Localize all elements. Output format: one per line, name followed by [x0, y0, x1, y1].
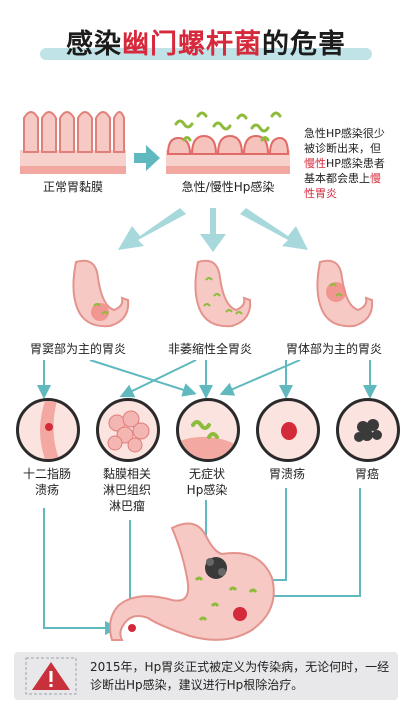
stomach-pan	[194, 259, 252, 328]
antrum-gastritis-label: 胃窦部为主的胃炎	[14, 338, 142, 360]
arrow-center	[200, 208, 226, 252]
duodenal-ulcer-label: 十二指肠溃疡	[22, 467, 71, 497]
large-stomach-illustration	[109, 522, 275, 641]
duodenal-ulcer-image	[16, 398, 80, 462]
stomach-antrum	[72, 259, 130, 328]
gastric-cancer-label: 胃癌	[354, 467, 379, 481]
asymptomatic-image	[176, 398, 240, 462]
progression-arrow	[134, 145, 160, 171]
bottom-notice-text: 2015年，Hp胃炎正式被定义为传染病，无论何时，一经诊断出Hp感染，建议进行H…	[90, 660, 390, 692]
normal-mucosa-illustration	[20, 111, 126, 174]
bottom-notice	[14, 652, 398, 700]
infection-note: 急性HP感染很少 被诊断出来，但 慢性HP感染患者 基本都会患上慢 性胃炎	[304, 127, 385, 200]
gastric-ulcer-label: 胃溃疡	[268, 467, 305, 481]
pan-gastritis-label: 非萎缩性全胃炎	[148, 338, 272, 360]
title-underline	[40, 48, 372, 60]
arrow-right	[240, 208, 308, 250]
warning-icon	[25, 657, 77, 695]
normal-mucosa-label: 正常胃黏膜	[42, 180, 103, 194]
page-title: 感染幽门螺杆菌的危害	[66, 29, 346, 60]
arrow-left	[118, 208, 186, 250]
gastric-cancer-image	[336, 398, 400, 462]
malt-lymphoma-label: 黏膜相关淋巴组织淋巴瘤	[102, 467, 151, 513]
infected-mucosa-illustration	[166, 111, 290, 174]
malt-lymphoma-image	[96, 398, 160, 462]
stomach-body	[316, 259, 374, 328]
infection-label: 急性/慢性Hp感染	[181, 180, 275, 194]
body-gastritis-label: 胃体部为主的胃炎	[270, 338, 398, 360]
gastric-ulcer-image	[256, 398, 320, 462]
